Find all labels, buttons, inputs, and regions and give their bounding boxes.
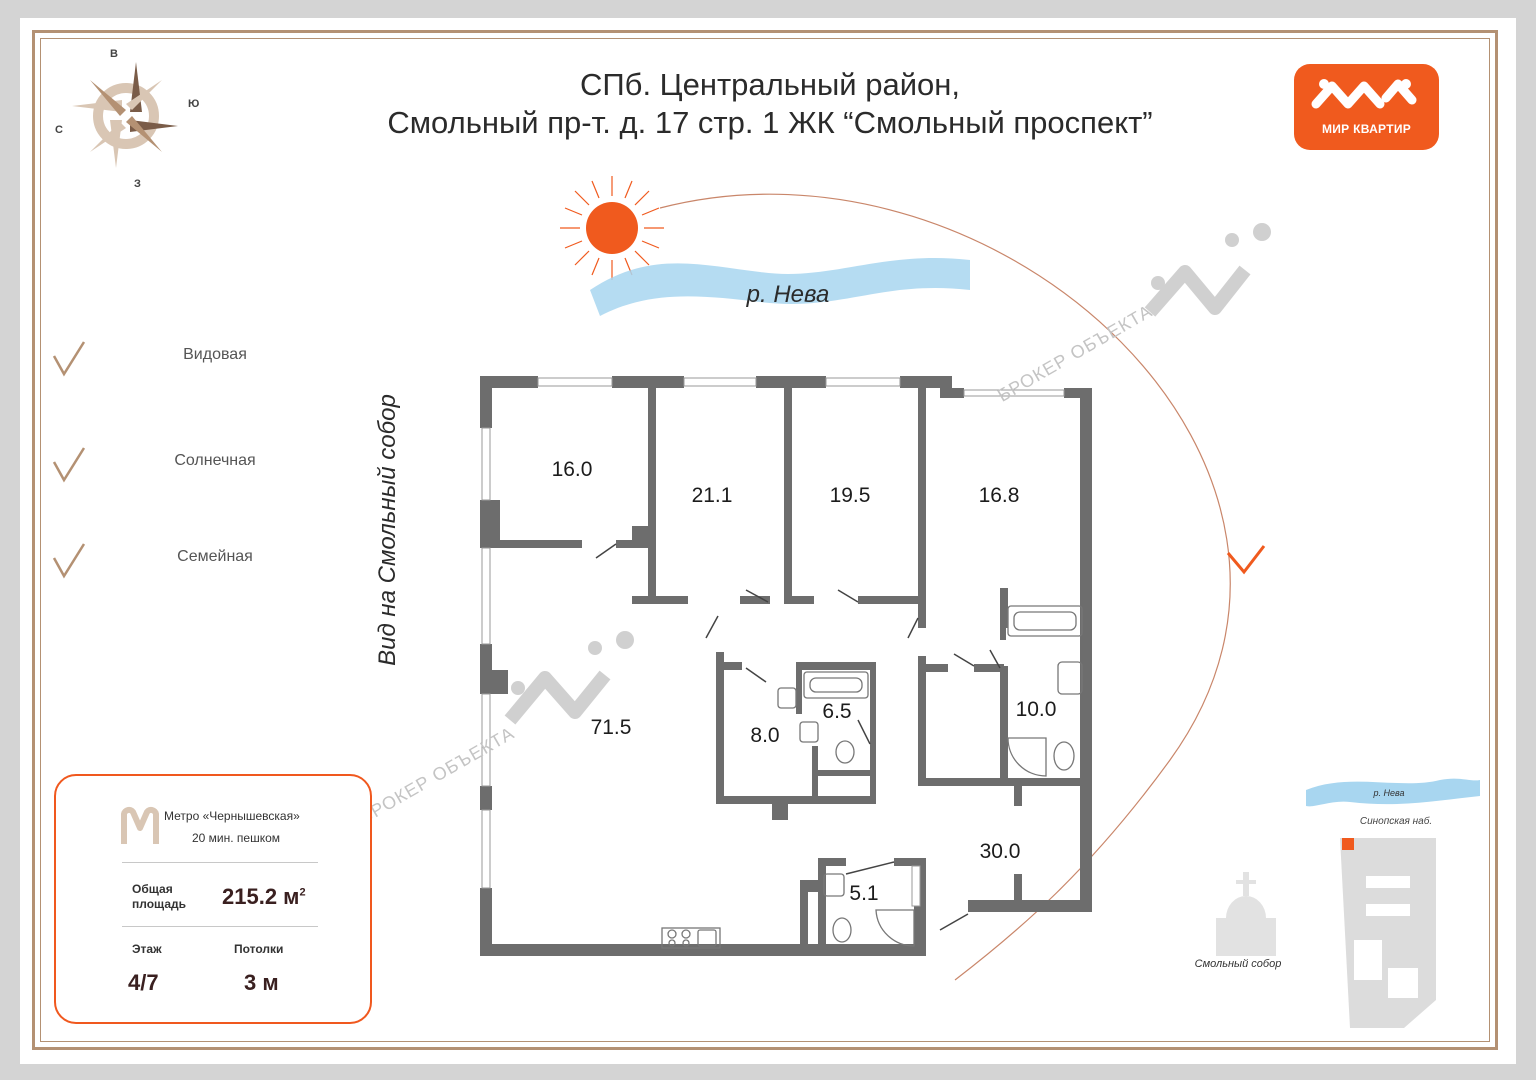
area-label: площадь	[132, 897, 186, 911]
room-area: 8.0	[750, 724, 779, 747]
check-icon	[52, 341, 86, 377]
check-icon	[52, 447, 86, 483]
feature-item: Видовая	[50, 338, 370, 388]
check-icon	[52, 543, 86, 579]
room-area: 16.0	[552, 458, 593, 481]
watermark-logo-icon	[504, 631, 634, 725]
page-title: СПб. Центральный район, Смольный пр-т. д…	[320, 66, 1220, 142]
feature-item: Семейная	[50, 540, 370, 590]
sun-icon	[560, 176, 664, 280]
feature-item: Солнечная	[50, 444, 370, 494]
mini-map-courtyards	[1354, 876, 1418, 998]
doors	[595, 543, 1001, 931]
room-area: 21.1	[692, 484, 733, 507]
area-label: Общая	[132, 882, 173, 896]
room-area: 16.8	[979, 484, 1020, 507]
brand-logo: МИР КВАРТИР	[1294, 64, 1439, 150]
outer-frame	[32, 30, 1498, 1050]
ceiling-label: Потолки	[234, 942, 284, 956]
inner-frame	[40, 38, 1490, 1042]
mini-map-river-label: р. Нева	[1372, 788, 1404, 798]
room-area: 19.5	[830, 484, 871, 507]
feature-label: Семейная	[177, 548, 253, 565]
room-area: 5.1	[849, 882, 878, 905]
compass-west: С	[55, 124, 63, 136]
mini-map-location-marker	[1342, 838, 1354, 850]
title-line-1: СПб. Центральный район,	[580, 67, 960, 102]
info-card: Метро «Чернышевская» 20 мин. пешком Обща…	[54, 774, 372, 1024]
feature-label: Солнечная	[174, 452, 256, 469]
sun-path-arc	[659, 193, 1231, 981]
floor-label: Этаж	[132, 942, 162, 956]
moon-icon	[944, 965, 970, 1014]
room-area: 71.5	[591, 716, 632, 739]
river-label: р. Нева	[746, 281, 830, 308]
watermark-logo-icon	[1144, 223, 1271, 317]
view-label: Вид на Смольный собор	[374, 394, 401, 666]
windows	[481, 377, 1065, 907]
mini-map-river	[1306, 778, 1480, 807]
room-area: 30.0	[980, 840, 1021, 863]
metro-station: Метро «Чернышевская»	[164, 809, 300, 823]
metro-walk-time: 20 мин. пешком	[192, 831, 281, 845]
room-area: 6.5	[822, 700, 851, 723]
sun-path-arrow-icon	[1226, 545, 1266, 575]
feature-label: Видовая	[183, 346, 247, 363]
river-neva	[590, 258, 970, 316]
room-area: 10.0	[1016, 698, 1057, 721]
cathedral-icon	[1216, 872, 1276, 956]
info-divider	[122, 926, 318, 927]
brand-logo-text: МИР КВАРТИР	[1321, 122, 1412, 136]
fixtures	[661, 605, 1083, 949]
area-value: 215.2 м2	[222, 884, 306, 909]
floor-value: 4/7	[128, 970, 159, 995]
title-line-2: Смольный пр-т. д. 17 стр. 1 ЖК “Смольный…	[387, 105, 1153, 140]
metro-icon	[121, 806, 159, 844]
mini-map-embankment-label: Синопская наб.	[1360, 815, 1432, 827]
info-divider	[122, 862, 318, 863]
compass-east: Ю	[188, 98, 200, 110]
compass-rose-icon	[72, 62, 178, 168]
ceiling-value: 3 м	[244, 970, 279, 995]
compass-north: В	[110, 48, 118, 60]
mini-map-building	[1340, 838, 1436, 1028]
walls	[480, 376, 1092, 956]
compass-south: З	[134, 178, 141, 190]
brand-mark-icon	[1311, 79, 1417, 109]
cathedral-label: Смольный собор	[1195, 958, 1282, 970]
